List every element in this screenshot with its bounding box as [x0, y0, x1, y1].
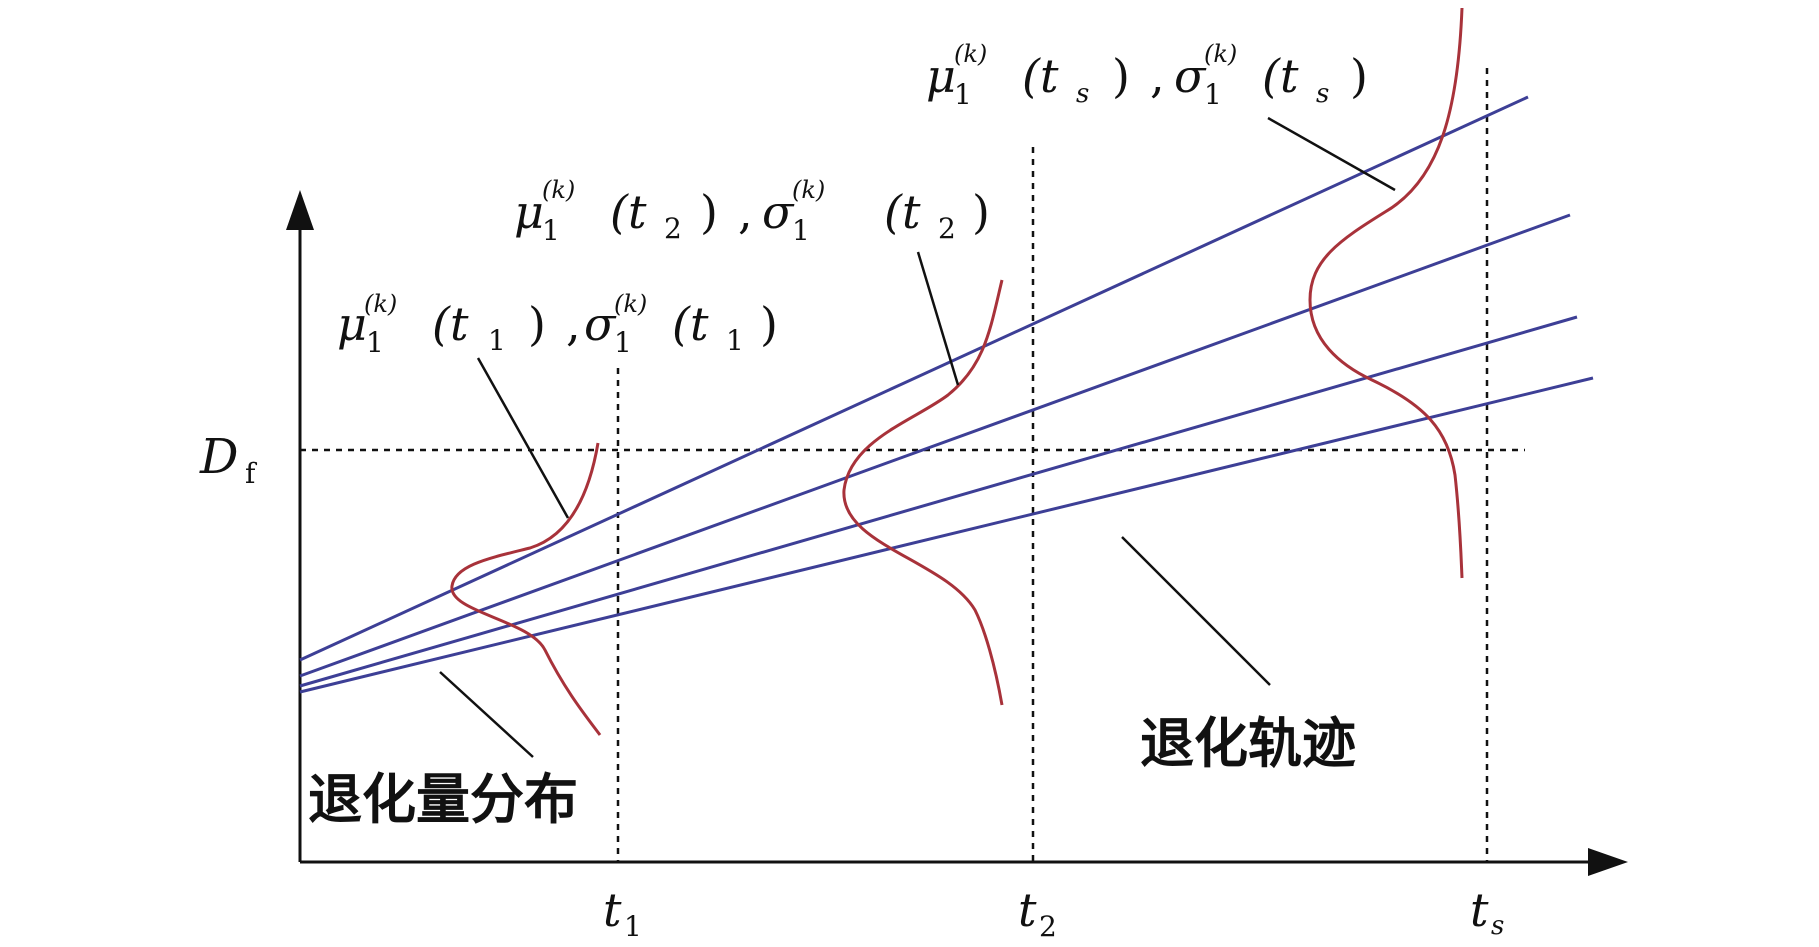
- separator-comma: ,: [738, 185, 753, 239]
- tick-t1-symbol: t: [603, 883, 622, 937]
- sigma-symbol: σ: [762, 185, 795, 239]
- tick-ts-symbol: t: [1470, 883, 1489, 937]
- arg-close: ): [760, 297, 778, 351]
- arg-close: ): [1112, 49, 1130, 103]
- trajectory-line: [299, 376, 1594, 694]
- separator-comma: ,: [1150, 49, 1165, 103]
- mu-subscript: 1: [366, 326, 384, 359]
- leader-trajectory-label: [1121, 536, 1271, 686]
- mu-superscript: (k): [954, 40, 987, 68]
- distribution-curve-ts: [1308, 7, 1464, 579]
- guides: [300, 68, 1525, 862]
- arg-close: ): [972, 185, 990, 239]
- sigma-superscript: (k): [792, 176, 825, 204]
- annotation-dist-t2: μ (k) 1 (t 2 ) , σ (k) 1 (t 2 ): [514, 176, 990, 247]
- leader-dist-t1: [476, 357, 570, 519]
- sigma-symbol: σ: [1174, 49, 1207, 103]
- annotation-dist-ts: μ (k) 1 (t s ) , σ (k) 1 (t s ): [926, 40, 1368, 111]
- mu-symbol: μ: [514, 185, 544, 239]
- arg-open: (t: [884, 185, 921, 239]
- arg-subscript: s: [1076, 79, 1089, 109]
- leader-dist-ts: [1267, 116, 1396, 192]
- arg-open: (t: [1262, 49, 1299, 103]
- arg-open: (t: [672, 297, 709, 351]
- distribution-curves: [450, 7, 1464, 736]
- arg-open: (t: [432, 297, 469, 351]
- sigma-subscript: 1: [792, 214, 810, 247]
- arg-subscript: 1: [726, 324, 744, 357]
- arg-subscript: s: [1316, 79, 1329, 109]
- arg-subscript: 1: [488, 324, 506, 357]
- tick-t1-subscript: 1: [624, 910, 642, 943]
- threshold-label: D f: [199, 429, 258, 490]
- arg-close: ): [700, 185, 718, 239]
- tick-ts-subscript: s: [1491, 911, 1504, 941]
- arg-subscript: 2: [664, 212, 682, 245]
- arg-close: ): [528, 297, 546, 351]
- tick-t2-subscript: 2: [1039, 910, 1057, 943]
- arg-close: ): [1350, 49, 1368, 103]
- trajectory-line: [299, 213, 1571, 678]
- degradation-trajectory-label: 退化轨迹: [1140, 712, 1356, 775]
- axes: [286, 190, 1628, 876]
- mu-superscript: (k): [542, 176, 575, 204]
- arg-open: (t: [1022, 49, 1059, 103]
- threshold-subscript: f: [245, 457, 258, 490]
- mu-symbol: μ: [926, 49, 956, 103]
- sigma-superscript: (k): [614, 290, 647, 318]
- arg-open: (t: [610, 185, 647, 239]
- mu-symbol: μ: [337, 297, 367, 351]
- distribution-curve-t1: [450, 442, 602, 736]
- sigma-symbol: σ: [584, 297, 617, 351]
- separator-comma: ,: [566, 297, 581, 351]
- distribution-curve-t2: [842, 279, 1004, 706]
- mu-subscript: 1: [954, 78, 972, 111]
- arg-subscript: 2: [938, 212, 956, 245]
- leader-distribution-label: [439, 671, 534, 758]
- x-axis-arrowhead: [1588, 848, 1628, 876]
- sigma-subscript: 1: [614, 326, 632, 359]
- degradation-distribution-label: 退化量分布: [308, 768, 578, 831]
- sigma-subscript: 1: [1204, 78, 1222, 111]
- mu-subscript: 1: [542, 214, 560, 247]
- tick-t2-symbol: t: [1018, 883, 1037, 937]
- mu-superscript: (k): [364, 290, 397, 318]
- trajectory-line: [299, 315, 1578, 688]
- sigma-superscript: (k): [1204, 40, 1237, 68]
- time-tick-labels: t 1 t 2 t s: [603, 883, 1504, 943]
- threshold-symbol: D: [199, 429, 238, 485]
- leader-lines: [439, 116, 1396, 758]
- annotation-dist-t1: μ (k) 1 (t 1 ) , σ (k) 1 (t 1 ): [337, 290, 778, 359]
- y-axis-arrowhead: [286, 190, 314, 230]
- leader-dist-t2: [916, 251, 960, 386]
- trajectory-line: [299, 95, 1529, 662]
